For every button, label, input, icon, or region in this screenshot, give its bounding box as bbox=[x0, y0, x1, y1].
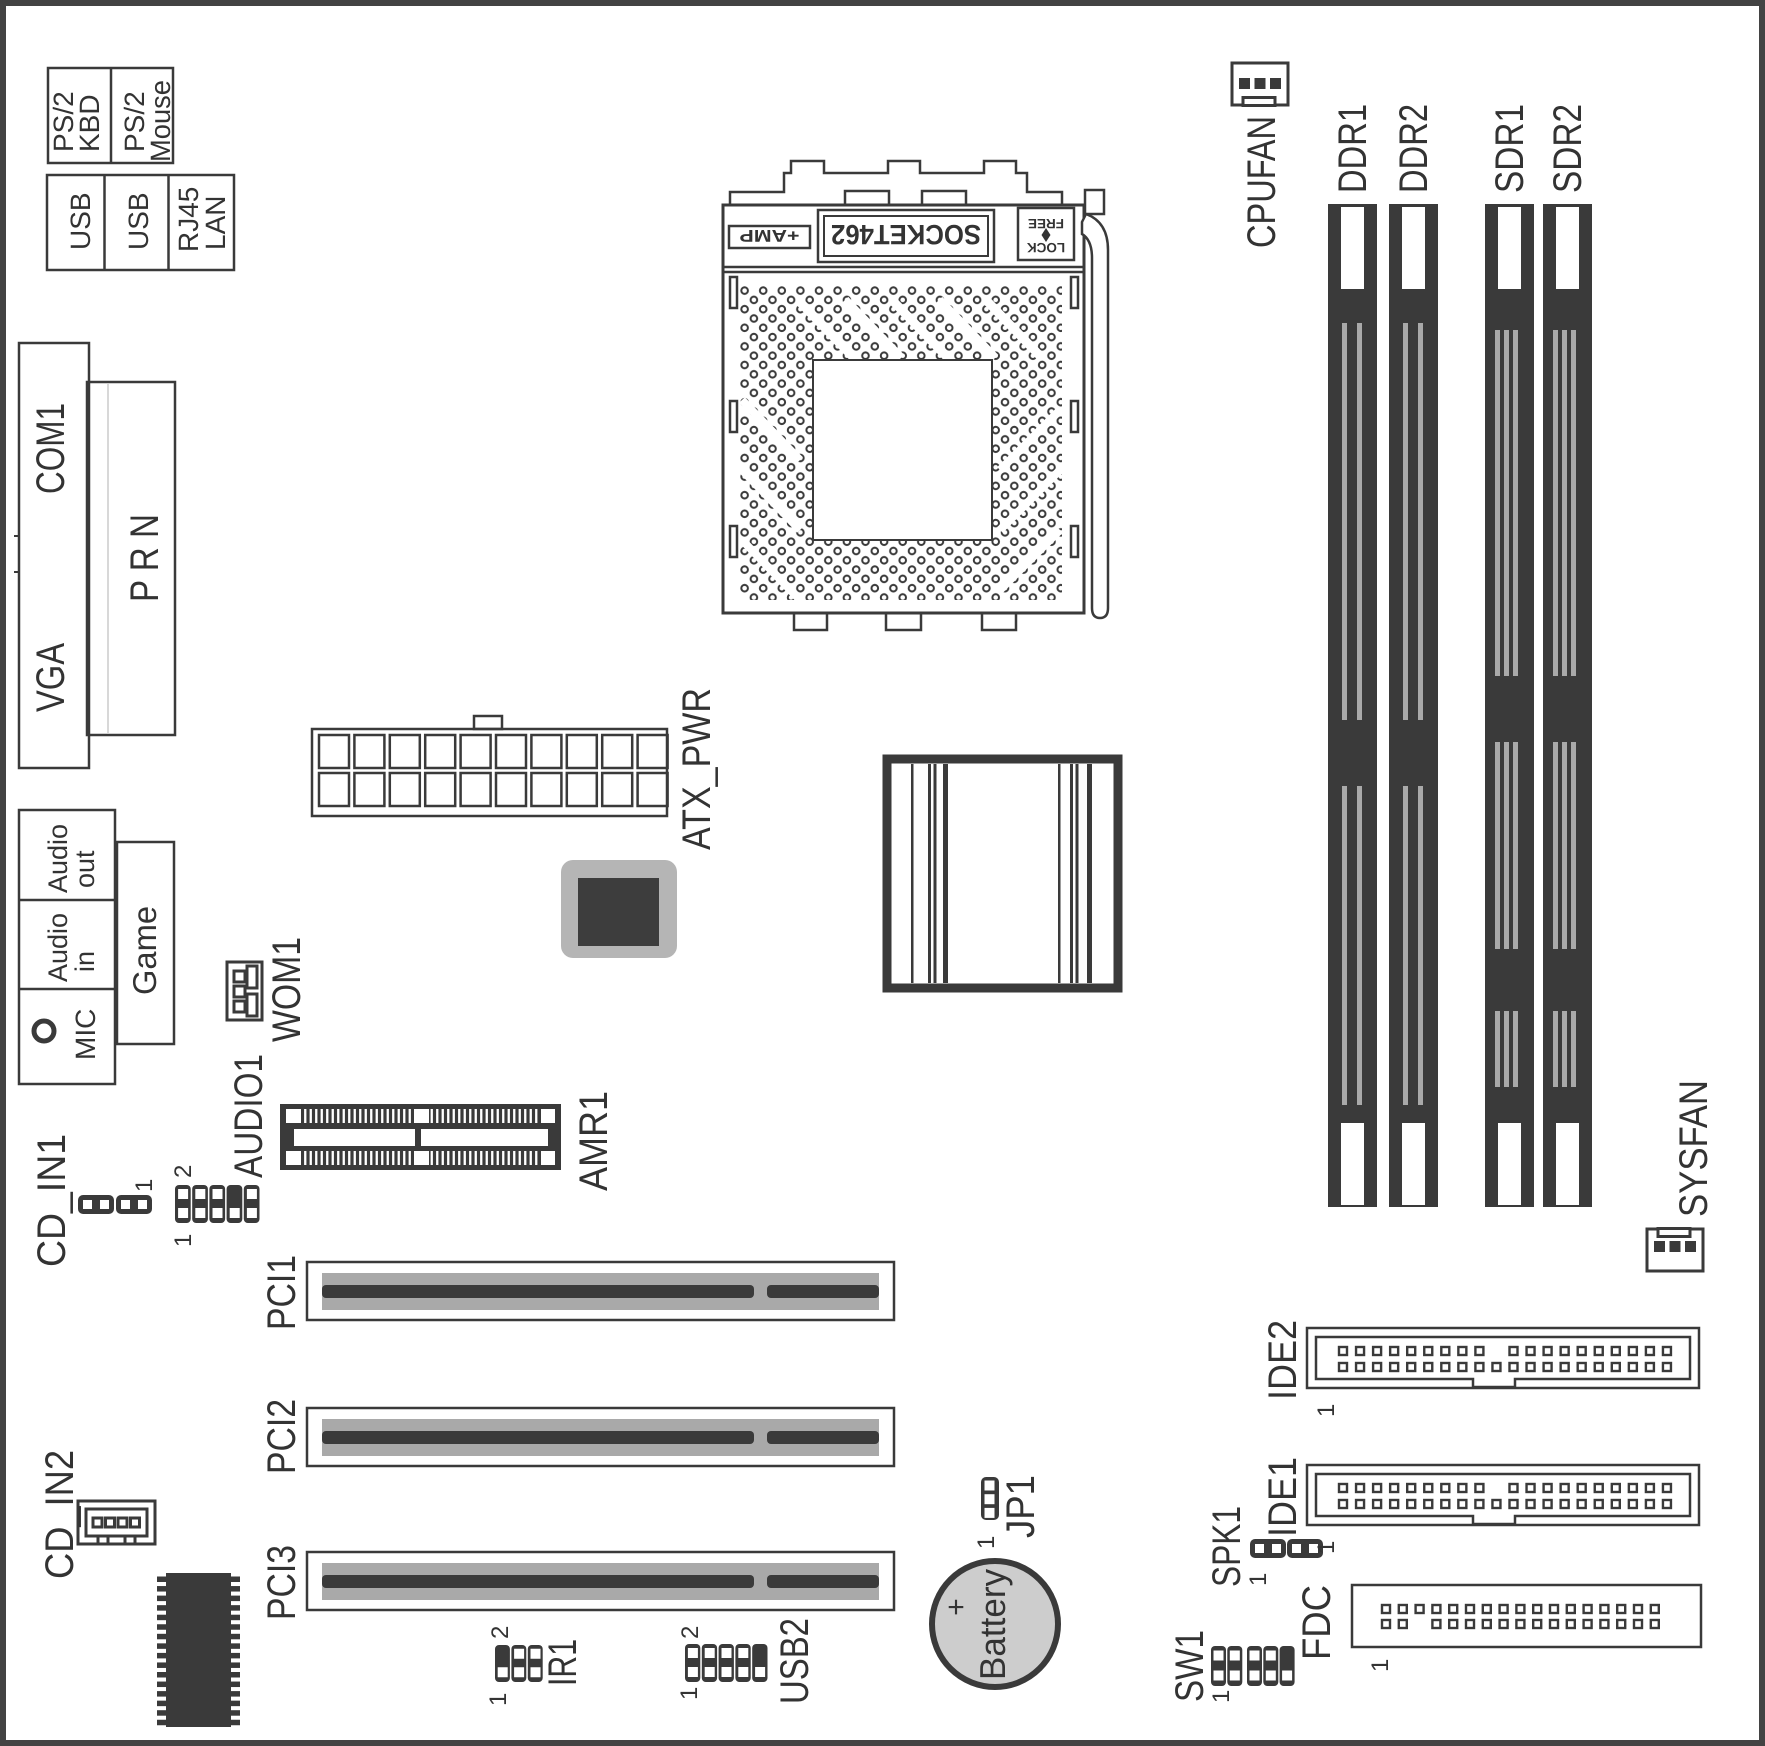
svg-text:1: 1 bbox=[1313, 1404, 1340, 1417]
svg-text:2: 2 bbox=[677, 1626, 704, 1639]
svg-text:SDR2: SDR2 bbox=[1546, 104, 1590, 193]
svg-text:+AMP: +AMP bbox=[740, 226, 800, 245]
svg-text:SDR1: SDR1 bbox=[1488, 104, 1532, 193]
svg-text:ATX_PWR: ATX_PWR bbox=[675, 688, 719, 850]
svg-text:2: 2 bbox=[487, 1626, 514, 1639]
svg-text:IDE1: IDE1 bbox=[1261, 1457, 1305, 1537]
svg-text:PCI2: PCI2 bbox=[260, 1399, 304, 1474]
svg-text:Audio: Audio bbox=[43, 824, 73, 893]
svg-text:1: 1 bbox=[170, 1234, 197, 1247]
svg-text:FREE: FREE bbox=[1028, 216, 1064, 231]
svg-text:RJ45: RJ45 bbox=[173, 187, 204, 252]
svg-text:AUDIO1: AUDIO1 bbox=[227, 1054, 271, 1178]
svg-text:IDE2: IDE2 bbox=[1261, 1320, 1305, 1400]
svg-text:P R N: P R N bbox=[123, 514, 167, 602]
svg-text:1: 1 bbox=[1367, 1659, 1394, 1672]
svg-text:PCI3: PCI3 bbox=[260, 1545, 304, 1620]
svg-text:SYSFAN: SYSFAN bbox=[1672, 1080, 1716, 1217]
svg-text:LOCK: LOCK bbox=[1027, 240, 1065, 255]
svg-text:SPK1: SPK1 bbox=[1205, 1506, 1249, 1587]
svg-text:USB2: USB2 bbox=[773, 1618, 817, 1704]
svg-text:in: in bbox=[70, 951, 100, 972]
svg-text:1: 1 bbox=[676, 1687, 703, 1700]
svg-text:PS/2: PS/2 bbox=[48, 91, 79, 152]
svg-text:1: 1 bbox=[1208, 1690, 1235, 1703]
svg-text:+: + bbox=[947, 1591, 965, 1624]
svg-text:2: 2 bbox=[170, 1165, 197, 1178]
svg-text:CPUFAN: CPUFAN bbox=[1240, 116, 1284, 248]
svg-text:AMR1: AMR1 bbox=[572, 1091, 616, 1191]
svg-text:VGA: VGA bbox=[29, 643, 73, 712]
svg-text:DDR1: DDR1 bbox=[1331, 104, 1375, 193]
svg-text:SW1: SW1 bbox=[1168, 1630, 1212, 1702]
svg-text:1: 1 bbox=[973, 1536, 1000, 1549]
svg-text:MIC: MIC bbox=[70, 1009, 101, 1060]
svg-text:Mouse: Mouse bbox=[145, 80, 176, 162]
svg-text:PCI1: PCI1 bbox=[260, 1255, 304, 1330]
svg-text:1: 1 bbox=[131, 1179, 158, 1192]
svg-text:IR1: IR1 bbox=[541, 1639, 585, 1686]
svg-text:out: out bbox=[70, 850, 100, 888]
svg-text:USB: USB bbox=[123, 192, 154, 250]
svg-text:CD_IN2: CD_IN2 bbox=[38, 1450, 82, 1579]
svg-text:USB: USB bbox=[65, 192, 96, 250]
svg-text:CD_IN1: CD_IN1 bbox=[30, 1134, 74, 1267]
svg-text:COM1: COM1 bbox=[29, 403, 73, 494]
svg-text:Audio: Audio bbox=[43, 913, 73, 982]
svg-text:FDC: FDC bbox=[1295, 1585, 1339, 1660]
svg-text:Battery: Battery bbox=[972, 1569, 1013, 1680]
svg-text:SOCKET462: SOCKET462 bbox=[831, 219, 981, 250]
svg-text:Game: Game bbox=[126, 906, 163, 995]
svg-text:JP1: JP1 bbox=[999, 1475, 1043, 1538]
svg-text:1: 1 bbox=[485, 1693, 512, 1706]
svg-text:WOM1: WOM1 bbox=[265, 937, 309, 1042]
svg-text:1: 1 bbox=[1313, 1541, 1340, 1554]
svg-text:DDR2: DDR2 bbox=[1392, 104, 1436, 193]
svg-text:PS/2: PS/2 bbox=[119, 91, 150, 152]
svg-text:KBD: KBD bbox=[74, 94, 105, 152]
svg-text:1: 1 bbox=[1245, 1573, 1272, 1586]
svg-text:LAN: LAN bbox=[200, 196, 231, 250]
